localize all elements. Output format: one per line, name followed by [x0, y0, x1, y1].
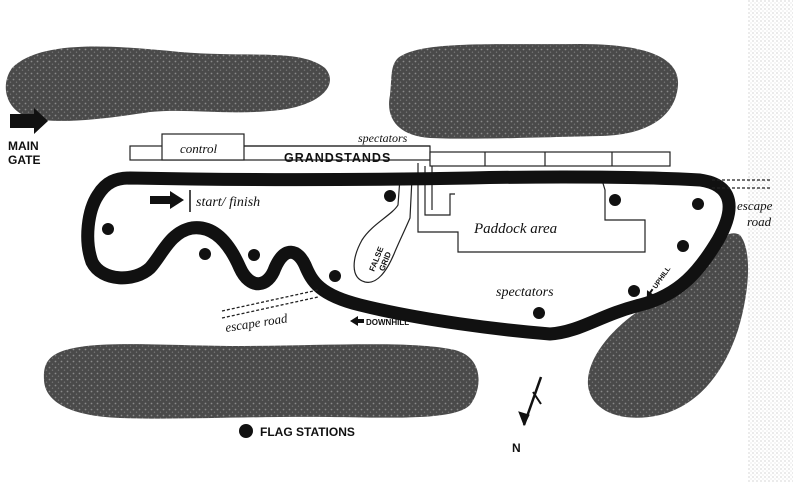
escape-road-label: escape: [737, 198, 773, 213]
flag-station: [199, 248, 211, 260]
wooded-area-bottom-left: [43, 344, 479, 419]
flag-station-dot-icon: [239, 424, 253, 438]
grandstands: [129, 133, 671, 167]
escape-road-right: [712, 179, 772, 189]
spectators-label: spectators: [496, 285, 554, 300]
wooded-area-bottom-right: [587, 233, 749, 418]
flag-station: [102, 223, 114, 235]
arrow-left-icon: [646, 288, 654, 298]
race-track: [81, 170, 736, 341]
downhill-label: DOWNHILL: [366, 318, 409, 327]
wooded-area-top-left: [5, 46, 330, 121]
grandstand-east: [429, 151, 671, 167]
arrow-right-icon: [150, 191, 184, 209]
arrow-right-icon: [10, 108, 48, 134]
page-edge-texture: [748, 0, 793, 482]
arrow-left-icon: [350, 316, 364, 326]
false-grid-lane: [353, 177, 413, 283]
main-gate-label: GATE: [8, 153, 40, 167]
start-finish-label: start/ finish: [196, 195, 260, 210]
grandstands-label: GRANDSTANDS: [284, 151, 391, 165]
paddock-area-label: Paddock area: [473, 221, 557, 237]
north-label: N: [512, 441, 521, 455]
main-gate-label: MAIN: [8, 139, 39, 153]
spectators-label: spectators: [358, 131, 408, 145]
flag-station: [384, 190, 396, 202]
flag-station: [609, 194, 621, 206]
flag-stations: [102, 190, 704, 319]
wooded-area-top-right: [389, 44, 679, 139]
north-arrow-icon: [518, 376, 543, 427]
control-building: [161, 133, 245, 161]
legend-flag-stations: FLAG STATIONS: [260, 425, 355, 439]
escape-road-left: [221, 289, 319, 319]
flag-station: [248, 249, 260, 261]
flag-station: [628, 285, 640, 297]
flag-station: [692, 198, 704, 210]
escape-road-label: escape road: [224, 310, 289, 335]
escape-road-label: road: [747, 214, 772, 229]
control-label: control: [180, 141, 217, 156]
flag-station: [677, 240, 689, 252]
flag-station: [329, 270, 341, 282]
flag-station: [533, 307, 545, 319]
